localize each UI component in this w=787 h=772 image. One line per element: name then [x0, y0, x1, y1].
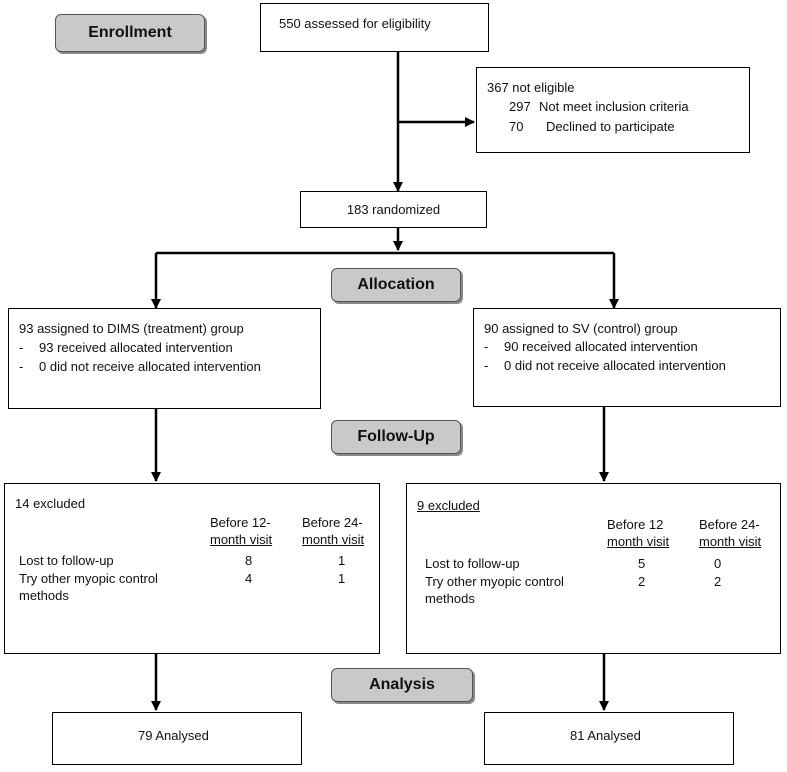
randomized-text: 183 randomized	[346, 202, 441, 217]
dims-row2-v2: 1	[338, 571, 346, 586]
bullet-dash: -	[19, 359, 24, 374]
stage-analysis: Analysis	[331, 668, 473, 702]
dims-col2-head-1: Before 24-	[302, 515, 363, 530]
stage-allocation: Allocation	[331, 268, 461, 302]
dims-excluded-title: 14 excluded	[15, 496, 86, 511]
sv-col1-head-2: month visit	[607, 534, 670, 549]
bullet-dash: -	[19, 340, 24, 355]
dims-allocation-box: 93 assigned to DIMS (treatment) group - …	[8, 308, 321, 409]
sv-col2-head-2: month visit	[699, 534, 762, 549]
dims-group-item-1: 93 received allocated intervention	[39, 340, 233, 355]
not-eligible-box: 367 not eligible 297 Not meet inclusion …	[476, 67, 750, 153]
dims-col1-head-2: month visit	[210, 532, 273, 547]
sv-group-title: 90 assigned to SV (control) group	[484, 321, 678, 336]
not-eligible-label-1: Not meet inclusion criteria	[539, 99, 689, 114]
bullet-dash: -	[484, 339, 489, 354]
dims-row2-label-2: methods	[19, 588, 69, 603]
dims-row1-v2: 1	[338, 553, 346, 568]
assessed-text: 550 assessed for eligibility	[279, 16, 431, 31]
sv-row2-v1: 2	[638, 574, 646, 589]
not-eligible-label-2: Declined to participate	[546, 119, 675, 134]
sv-analysed-box: 81 Analysed	[484, 712, 734, 765]
assessed-box: 550 assessed for eligibility	[260, 3, 489, 52]
dims-col1-head-1: Before 12-	[210, 515, 271, 530]
dims-group-item-2: 0 did not receive allocated intervention	[39, 359, 261, 374]
dims-analysed-box: 79 Analysed	[52, 712, 302, 765]
sv-group-item-1: 90 received allocated intervention	[504, 339, 698, 354]
sv-allocation-box: 90 assigned to SV (control) group - 90 r…	[473, 308, 781, 407]
sv-row1-v2: 0	[714, 556, 722, 571]
not-eligible-count-1: 297	[509, 99, 531, 114]
sv-excluded-title: 9 excluded	[417, 498, 480, 513]
randomized-box: 183 randomized	[300, 191, 487, 228]
dims-group-title: 93 assigned to DIMS (treatment) group	[19, 321, 244, 336]
sv-col2-head-1: Before 24-	[699, 517, 760, 532]
not-eligible-count-2: 70	[509, 119, 524, 134]
dims-row1-label: Lost to follow-up	[19, 553, 114, 568]
sv-followup-box: 9 excluded Before 12 month visit Before …	[406, 483, 781, 654]
stage-enrollment: Enrollment	[55, 14, 205, 52]
sv-row2-v2: 2	[714, 574, 722, 589]
dims-row1-v1: 8	[245, 553, 253, 568]
not-eligible-title: 367 not eligible	[487, 80, 575, 95]
sv-row2-label-2: methods	[425, 591, 475, 606]
bullet-dash: -	[484, 358, 489, 373]
stage-followup: Follow-Up	[331, 420, 461, 454]
sv-row2-label-1: Try other myopic control	[425, 574, 564, 589]
sv-group-item-2: 0 did not receive allocated intervention	[504, 358, 726, 373]
dims-col2-head-2: month visit	[302, 532, 365, 547]
dims-row2-v1: 4	[245, 571, 253, 586]
dims-row2-label-1: Try other myopic control	[19, 571, 158, 586]
sv-row1-v1: 5	[638, 556, 646, 571]
sv-row1-label: Lost to follow-up	[425, 556, 520, 571]
dims-followup-box: 14 excluded Before 12- month visit Befor…	[4, 483, 380, 654]
dims-analysed-text: 79 Analysed	[138, 728, 209, 743]
sv-col1-head-1: Before 12	[607, 517, 664, 532]
sv-analysed-text: 81 Analysed	[570, 728, 641, 743]
